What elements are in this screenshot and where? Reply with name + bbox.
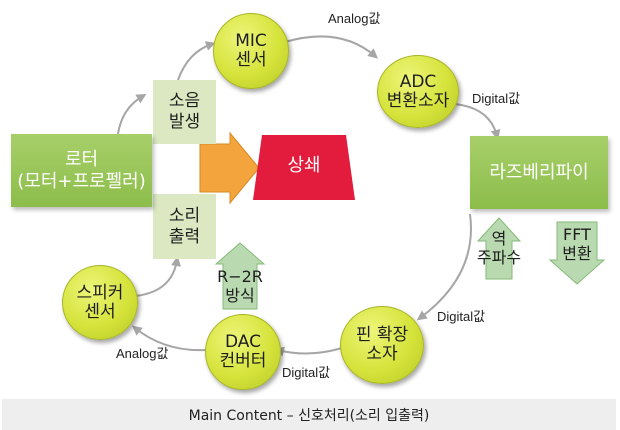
adc-label: ADC 변환소자: [386, 71, 450, 111]
pin-expander-node: 핀 확장 소자: [340, 306, 424, 384]
analog-label-bottom: Analog값: [116, 346, 169, 361]
digital-label-right-top: Digital값: [472, 91, 521, 106]
sound-output-label: 소리 출력: [168, 205, 201, 247]
cancel-trapezoid-shape: [253, 135, 355, 200]
rotor-label: 로터 (모터+프로펠러): [17, 148, 146, 192]
connector-mic-to-adc: [284, 35, 379, 59]
connector-dac-to-speaker: [131, 325, 207, 352]
analog-label-top: Analog값: [328, 11, 381, 26]
speaker-sensor-node: 스피커 센서: [62, 265, 138, 340]
inverse-freq-label: 역 주파수: [476, 229, 522, 267]
connector-pin-to-dac: [274, 346, 343, 357]
raspberry-pi-box: 라즈베리파이: [470, 136, 608, 209]
pin-expander-label: 핀 확장 소자: [355, 325, 409, 364]
mic-sensor-label: MIC 센서: [235, 31, 267, 70]
noise-generation-label: 소음 발생: [168, 91, 201, 132]
fft-label: FFT 변환: [562, 225, 592, 263]
digital-label-right-bottom: Digital값: [437, 309, 486, 324]
connector-noise-to-mic: [177, 41, 216, 81]
raspberry-pi-label: 라즈베리파이: [489, 161, 589, 183]
dac-label: DAC 컨버터: [219, 332, 267, 371]
inverse-freq-arrow-shape: [476, 217, 522, 280]
r2r-arrow-shape: [214, 242, 266, 310]
footer-caption: Main Content – 신호처리(소리 입출력): [2, 399, 616, 430]
footer-caption-text: Main Content – 신호처리(소리 입출력): [188, 407, 430, 424]
fft-arrow-shape: [548, 221, 606, 285]
connectors: [117, 35, 501, 357]
dac-node: DAC 컨버터: [205, 314, 281, 390]
cancel-label: 상쇄: [287, 155, 321, 176]
speaker-sensor-label: 스피커 센서: [76, 282, 124, 322]
r2r-label: R−2R 방식: [217, 267, 263, 305]
connector-speaker-to-sound: [134, 256, 182, 297]
orange-arrow-shape: [199, 131, 260, 205]
rotor-box: 로터 (모터+프로펠러): [11, 134, 152, 207]
mic-sensor-node: MIC 센서: [213, 13, 289, 89]
connector-raspberry-to-pin: [416, 213, 472, 321]
connector-adc-to-raspberry: [454, 103, 501, 140]
noise-generation-box: 소음 발생: [153, 80, 216, 144]
digital-label-bottom: Digital값: [282, 365, 331, 380]
adc-node: ADC 변환소자: [377, 55, 459, 128]
connector-rotor-to-noise: [117, 94, 147, 135]
sound-output-box: 소리 출력: [153, 194, 216, 259]
